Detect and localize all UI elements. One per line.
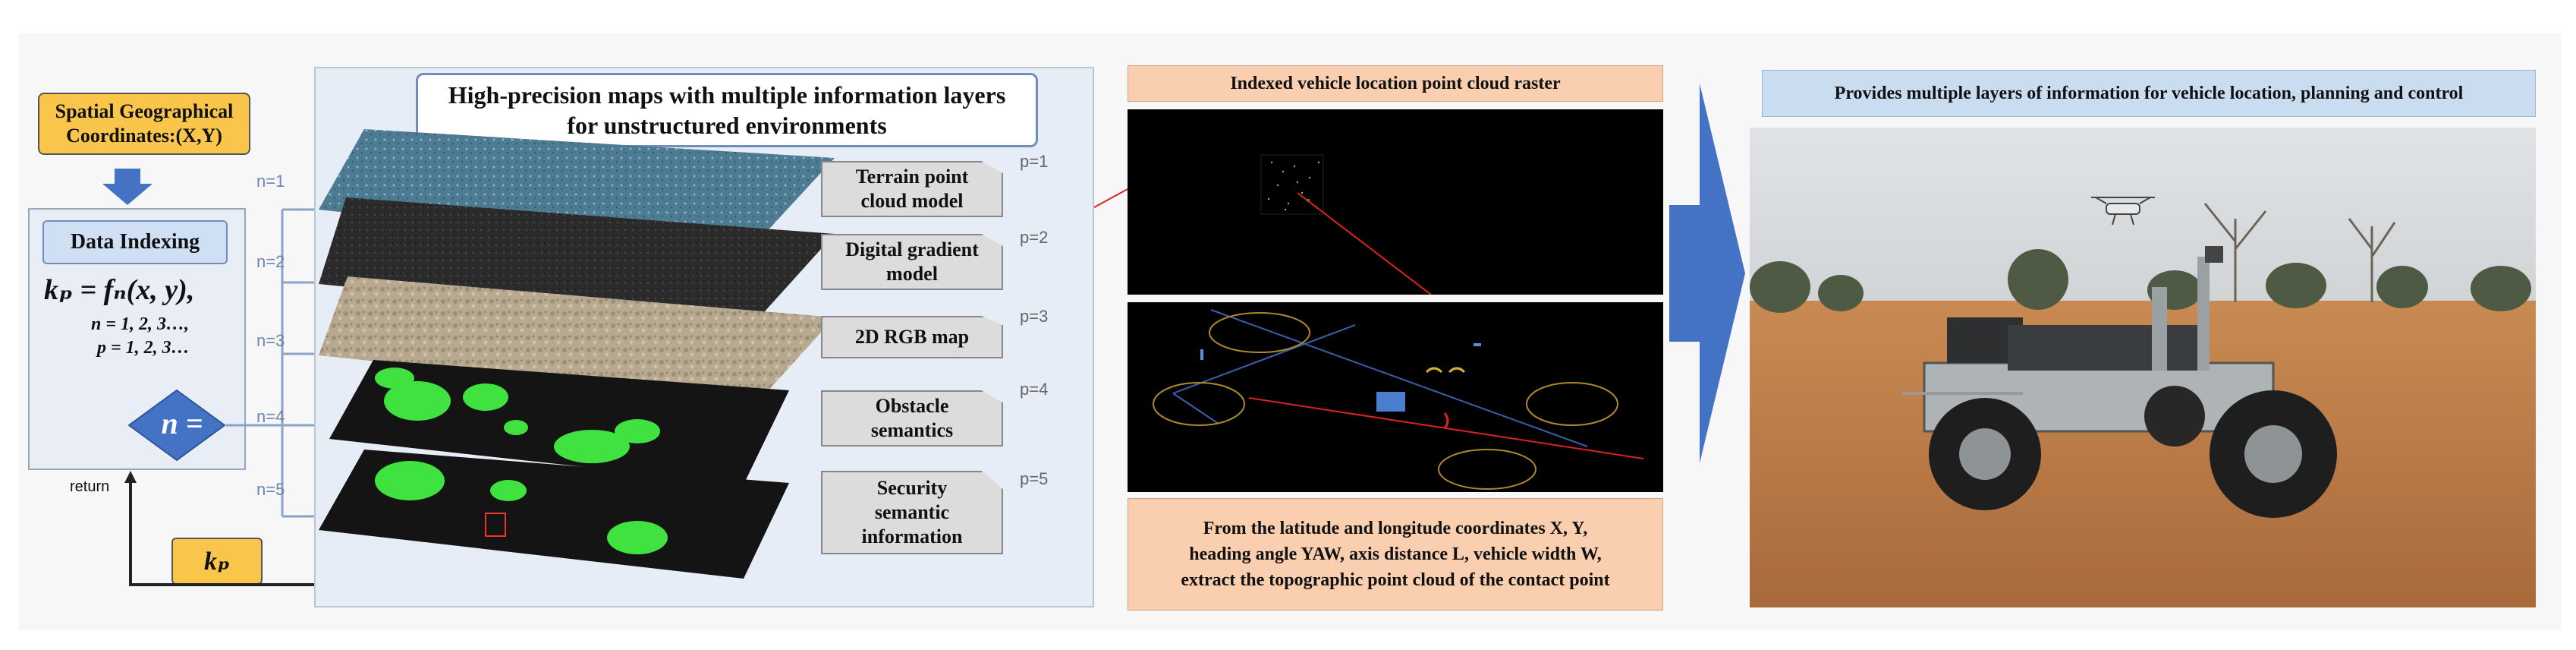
contact-diagram	[1153, 309, 1644, 490]
map-title-line-1: High-precision maps with multiple inform…	[448, 81, 1006, 109]
coords-line-1: Spatial Geographical	[55, 100, 234, 122]
diamond-label: n =	[161, 405, 203, 440]
drone	[2091, 197, 2155, 226]
raster-points	[1260, 154, 1432, 295]
tag-gradient-line-1: Digital gradient	[845, 238, 979, 260]
caption-line-1: From the latitude and longitude coordina…	[1203, 519, 1588, 538]
index-formula: kₚ = fₙ(x, y),	[44, 274, 195, 306]
security-layer	[319, 450, 789, 579]
tag-security-line-2: semantic	[874, 501, 950, 523]
decision-diamond	[127, 389, 226, 462]
vehicle-contact-view	[1128, 302, 1663, 492]
down-arrow-icon	[102, 169, 153, 205]
coordinates-input-box: Spatial Geographical Coordinates:(X,Y)	[38, 93, 250, 155]
p-label-3: p=3	[1020, 307, 1049, 326]
caption-line-3: extract the topographic point cloud of t…	[1181, 570, 1610, 590]
ugv-vehicle	[1901, 246, 2337, 518]
obstacle-layer	[329, 360, 789, 484]
tag-terrain-line-1: Terrain point	[855, 166, 969, 188]
p-label-4: p=4	[1020, 380, 1049, 399]
tag-security-line-3: information	[861, 525, 963, 547]
map-title-line-2: for unstructured environments	[567, 112, 887, 139]
point-cloud-title: Indexed vehicle location point cloud ras…	[1128, 65, 1663, 102]
layer-tag-security: Security semantic information	[821, 471, 1003, 554]
return-label: return	[70, 478, 110, 495]
point-cloud-caption: From the latitude and longitude coordina…	[1128, 498, 1663, 611]
p-label-2: p=2	[1020, 228, 1049, 247]
n-label-1: n=1	[256, 172, 285, 191]
caption-line-2: heading angle YAW, axis distance L, vehi…	[1189, 544, 1602, 564]
formula-n-range: n = 1, 2, 3…,	[91, 314, 190, 334]
tag-terrain-line-2: cloud model	[860, 190, 964, 212]
n-label-3: n=3	[256, 331, 285, 350]
layer-tag-rgb: 2D RGB map	[821, 316, 1003, 358]
layer-tag-terrain: Terrain point cloud model	[821, 161, 1003, 217]
coords-line-2: Coordinates:(X,Y)	[66, 125, 222, 147]
p-label-5: p=5	[1020, 469, 1049, 488]
kp-output-box: kₚ	[171, 538, 263, 585]
tag-gradient-line-2: model	[886, 263, 938, 285]
vehicle-field-photo	[1750, 128, 2536, 607]
tag-obstacle-line-2: semantics	[870, 419, 954, 441]
point-cloud-raster-view	[1128, 109, 1663, 295]
n-label-5: n=5	[256, 480, 285, 499]
map-layer-stack	[319, 129, 835, 579]
n-label-2: n=2	[256, 252, 285, 271]
layer-tag-gradient: Digital gradient model	[821, 234, 1003, 290]
map-panel-title: High-precision maps with multiple inform…	[416, 73, 1038, 147]
rgb-layer	[319, 276, 835, 401]
trees	[1750, 249, 2531, 313]
p-label-1: p=1	[1020, 152, 1049, 171]
layer-tag-obstacle: Obstacle semantics	[821, 390, 1003, 446]
n-label-4: n=4	[256, 407, 285, 426]
formula-p-range: p = 1, 2, 3…	[97, 338, 190, 358]
tag-rgb-line-1: 2D RGB map	[854, 326, 970, 348]
data-indexing-title: Data Indexing	[42, 220, 228, 264]
tag-security-line-1: Security	[876, 477, 948, 499]
application-title: Provides multiple layers of information …	[1762, 70, 2536, 117]
flow-arrow-icon	[1669, 84, 1745, 463]
tag-obstacle-line-1: Obstacle	[875, 395, 949, 417]
